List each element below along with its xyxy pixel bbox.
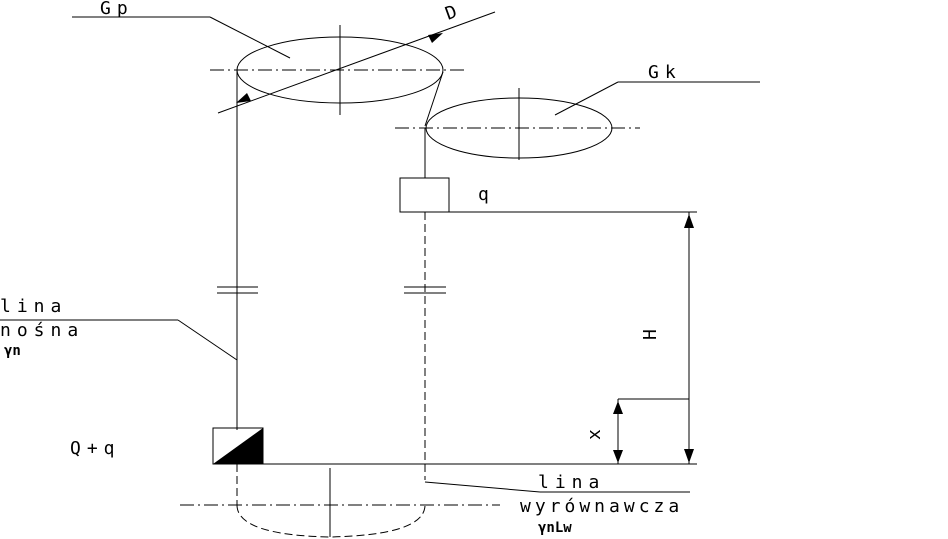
connecting-rope xyxy=(424,71,444,127)
h-dimension xyxy=(684,212,694,464)
leader-gp-diag xyxy=(209,16,291,59)
label-d: D xyxy=(443,1,460,24)
label-lina-wyr-1: lina xyxy=(538,472,605,493)
x-dimension xyxy=(613,398,689,464)
compensating-rope-right xyxy=(404,212,446,480)
label-h: H xyxy=(640,329,661,340)
label-q-small: q xyxy=(478,184,489,205)
hoisting-rope xyxy=(217,70,258,430)
leader-lina-nosna-diag xyxy=(177,319,238,361)
label-gamma-nlw: γnLw xyxy=(538,520,572,536)
label-gk: Gk xyxy=(648,62,682,83)
diameter-d-dimension xyxy=(217,11,496,114)
car-box xyxy=(212,427,264,465)
label-gamma-n: γn xyxy=(4,343,21,359)
compensation-sheave xyxy=(180,464,500,538)
label-lina-nosna-1: lina xyxy=(0,296,67,317)
label-q-plus-q: Q+q xyxy=(70,438,121,459)
label-lina-nosna-2: nośna xyxy=(0,320,84,341)
deflection-sheave-gk xyxy=(395,88,640,160)
leader-gk-diag xyxy=(554,81,619,116)
leader-lina-wyr xyxy=(424,481,541,493)
counterweight-box xyxy=(399,177,450,213)
label-x: x xyxy=(584,429,605,440)
label-gp: Gp xyxy=(100,0,134,19)
label-lina-wyr-2: wyrównawcza xyxy=(520,496,683,517)
